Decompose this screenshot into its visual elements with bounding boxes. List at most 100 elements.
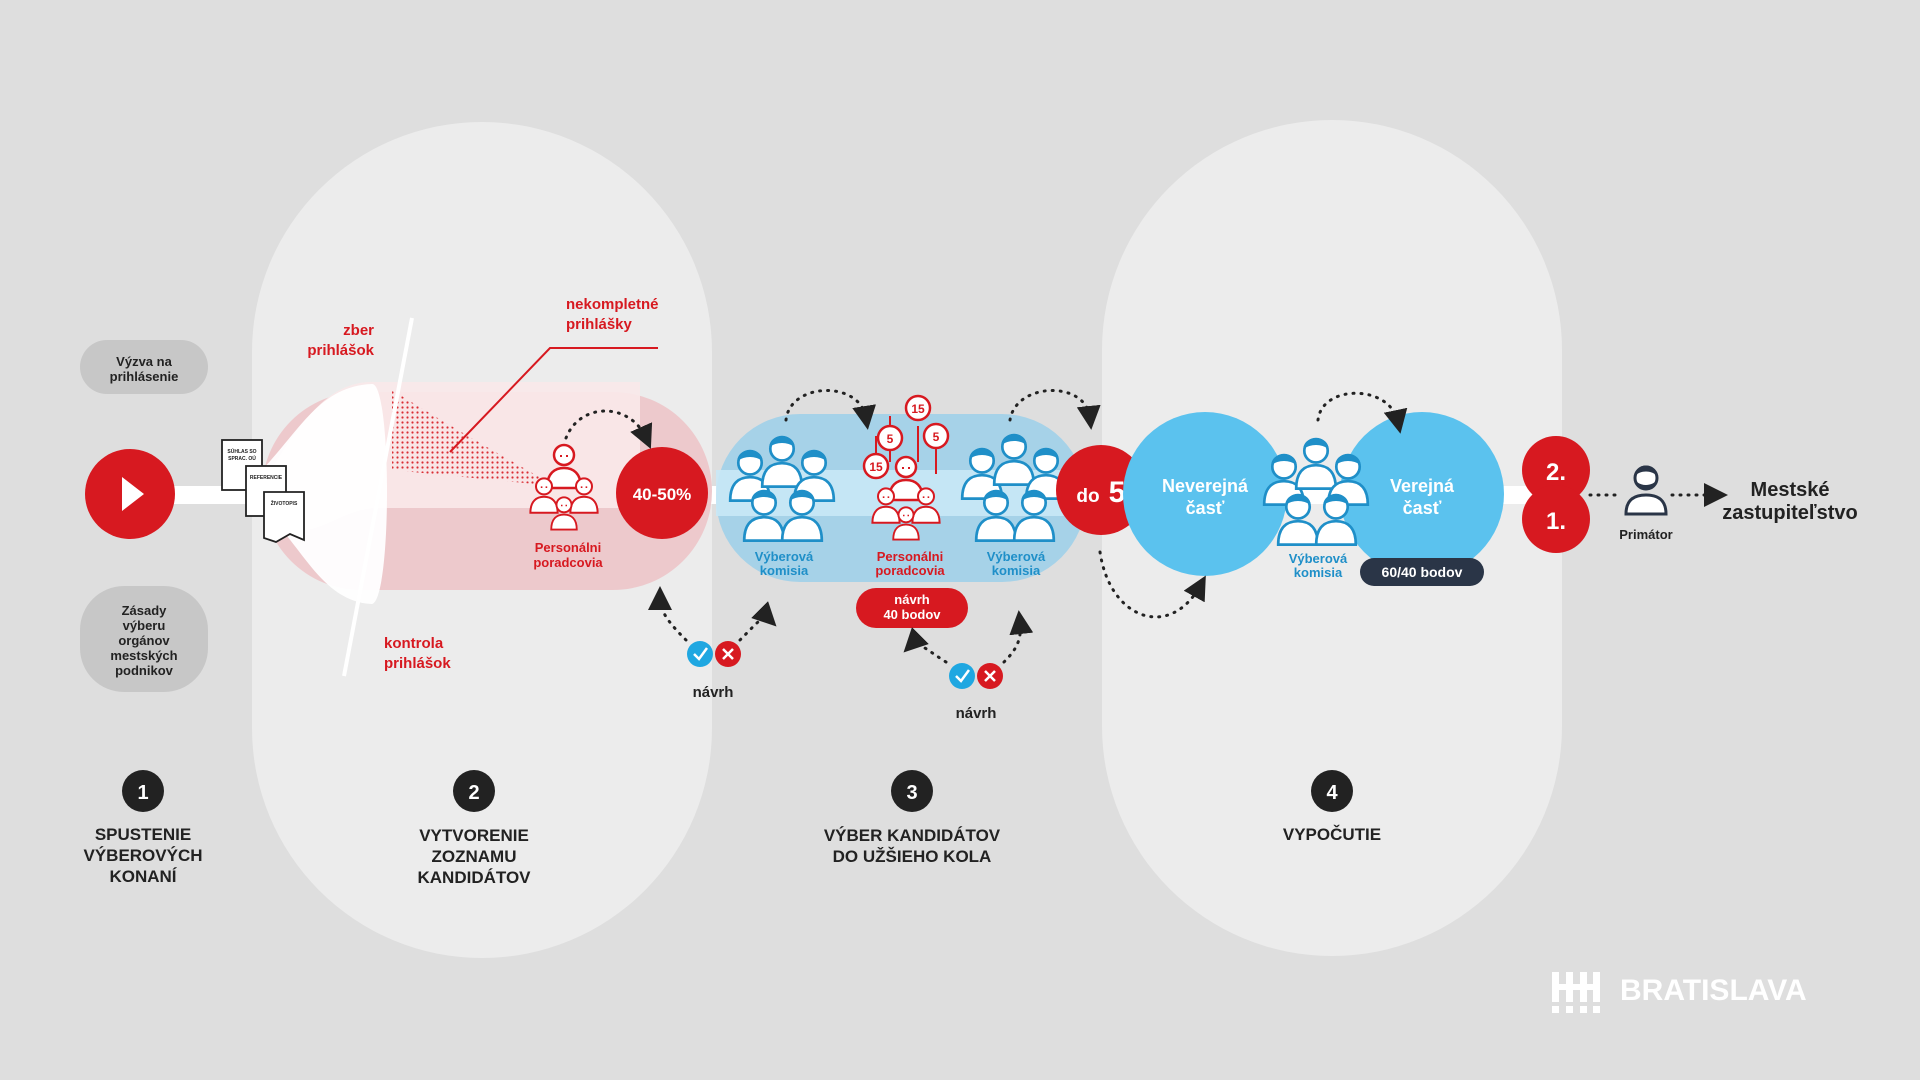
incomplete-pointer (449, 347, 658, 453)
step-1-number: 1 (137, 782, 148, 804)
step-4-number: 4 (1326, 782, 1338, 804)
step-4: 4 VYPOČUTIE (1283, 770, 1381, 844)
closed-part-circle (1123, 412, 1287, 576)
step-1: 1 SPUSTENIE VÝBEROVÝCH KONANÍ (83, 770, 203, 886)
call-label-1: Výzva na (116, 354, 172, 369)
bratislava-logo-mark (1552, 972, 1600, 1013)
closed-part-line-2: časť (1186, 498, 1225, 518)
step-2-badge (453, 770, 495, 812)
points-badge-label: 60/40 bodov (1382, 564, 1463, 580)
check-label-2: prihlášok (384, 655, 451, 672)
step-1-badge (122, 770, 164, 812)
incomplete-label-1: nekompletné (566, 296, 659, 313)
mayor-icon (1624, 465, 1668, 516)
rank-2-circle (1522, 436, 1590, 504)
collect-label-1: zber (343, 322, 374, 339)
step-1-line-1: SPUSTENIE (95, 825, 191, 844)
proposal-badge (856, 588, 968, 628)
proposal-arrow-2a (903, 627, 948, 664)
score-sign-3: 15 (904, 394, 932, 422)
approve-icon-2[interactable] (949, 663, 975, 689)
call-label-2: prihlásenie (110, 369, 179, 384)
step-4-badge (1311, 770, 1353, 812)
step-2-line-2: ZOZNAMU (432, 847, 517, 866)
brand-name: BRATISLAVA (1620, 974, 1807, 1007)
rank-1-label: 1. (1546, 508, 1566, 535)
step-3-line-1: VÝBER KANDIDÁTOV (824, 826, 1001, 845)
points-badge (1360, 558, 1484, 586)
limit-number: 5 (1109, 476, 1126, 509)
step-2-line-3: KANDIDÁTOV (417, 868, 531, 887)
score-value-4: 5 (933, 430, 940, 444)
proposal-label-1: návrh (693, 684, 734, 701)
step-2-line-1: VYTVORENIE (419, 826, 529, 845)
step-4-line-1: VYPOČUTIE (1283, 825, 1381, 844)
council-line-1: Mestské (1751, 479, 1830, 501)
proposal-badge-line-1: návrh (894, 592, 929, 607)
doc-consent-line-2: SPRAC. OÚ (228, 455, 256, 462)
step-3: 3 VÝBER KANDIDÁTOV DO UŽŠIEHO KOLA (824, 770, 1001, 866)
play-icon[interactable] (122, 477, 144, 511)
documents-stack: SÚHLAS SO SPRAC. OÚ REFERENCIE ŽIVOTOPIS (221, 439, 305, 543)
advisors-arrow (564, 409, 653, 449)
closed-part-line-1: Neverejná (1162, 476, 1249, 496)
hearing-arrow-bottom (1098, 550, 1206, 619)
reject-icon-2[interactable] (977, 663, 1003, 689)
advisors-label-2-line-1: Personálni (877, 549, 943, 564)
call-pill (80, 340, 208, 394)
rank-2-label: 2. (1546, 459, 1566, 486)
bratislava-logo: BRATISLAVA (1552, 972, 1807, 1013)
principles-line-1: Zásady (122, 603, 168, 618)
step-3-badge (891, 770, 933, 812)
public-part-circle (1340, 412, 1504, 576)
principles-line-5: podnikov (115, 663, 174, 678)
approve-icon[interactable] (687, 641, 713, 667)
committee-hearing-line-1: Výberová (1289, 551, 1348, 566)
proposal-label-2: návrh (956, 705, 997, 722)
play-button[interactable] (85, 449, 175, 539)
step-3-line-2: DO UŽŠIEHO KOLA (833, 847, 992, 866)
funnel-mouth (262, 383, 387, 604)
mayor-label: Primátor (1619, 527, 1672, 542)
step-2-number: 2 (468, 782, 479, 804)
committee-right-line-2: komisia (992, 563, 1041, 578)
cv-document (263, 491, 305, 543)
collect-label-2: prihlášok (307, 342, 374, 359)
committee-left-line-1: Výberová (755, 549, 814, 564)
principles-line-3: orgánov (118, 633, 170, 648)
percent-value: 40-50% (633, 485, 692, 504)
reject-icon[interactable] (715, 641, 741, 667)
step-1-line-3: KONANÍ (109, 867, 177, 886)
step-1-line-2: VÝBEROVÝCH (83, 846, 202, 865)
score-value-3: 15 (911, 402, 925, 416)
advisors-label-1-line-2: poradcovia (533, 555, 603, 570)
proposal-arrow-2b (1002, 610, 1034, 664)
divider-line (342, 317, 414, 677)
council-line-2: zastupiteľstvo (1722, 502, 1858, 524)
advisors-label-1-line-1: Personálni (535, 540, 601, 555)
step-3-number: 3 (906, 782, 917, 804)
advisors-label-2-line-2: poradcovia (875, 563, 945, 578)
limit-circle (1056, 445, 1146, 535)
limit-prefix: do (1076, 486, 1099, 507)
doc-references: REFERENCIE (250, 475, 283, 481)
proposal-badge-line-2: 40 bodov (883, 607, 941, 622)
score-sign-2: 5 (876, 424, 904, 452)
committee-hearing-line-2: komisia (1294, 565, 1343, 580)
percent-circle (616, 447, 708, 539)
public-part-line-2: časť (1403, 498, 1442, 518)
doc-cv: ŽIVOTOPIS (271, 499, 298, 507)
score-sign-1: 15 (862, 452, 890, 480)
shortlist-arrow-left (784, 389, 876, 430)
principles-line-4: mestských (110, 648, 177, 663)
proposal-arrow-1a (648, 586, 688, 642)
incomplete-dots (392, 390, 545, 485)
committee-left-line-2: komisia (760, 563, 809, 578)
score-value-2: 5 (887, 432, 894, 446)
score-value-1: 15 (869, 460, 883, 474)
committee-right-line-1: Výberová (987, 549, 1046, 564)
principles-line-2: výberu (123, 618, 166, 633)
incomplete-label-2: prihlášky (566, 316, 633, 333)
